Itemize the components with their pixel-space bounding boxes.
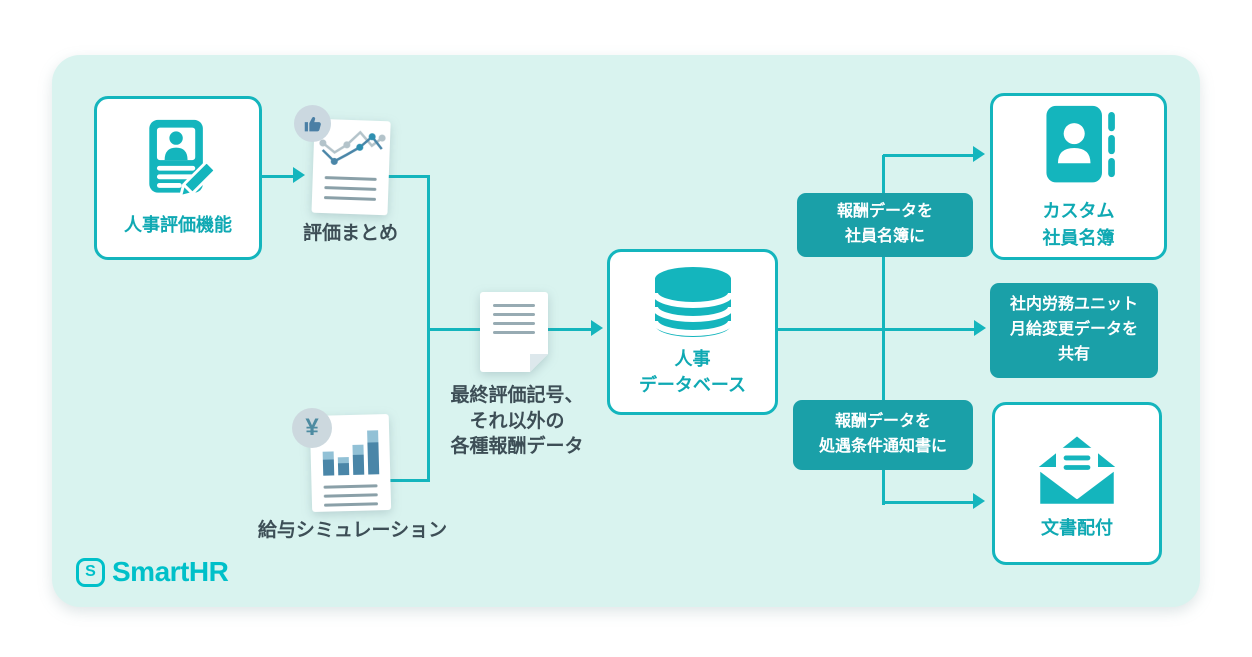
connector-merge-to-doc xyxy=(428,328,481,331)
smarthr-logo: S SmartHR xyxy=(76,556,229,588)
note-to-roster: 報酬データを 社員名簿に xyxy=(797,193,973,257)
salary-simulation-doc xyxy=(309,414,392,517)
note-to-notice: 報酬データを 処遇条件通知書に xyxy=(793,400,973,470)
connector-to-delivery xyxy=(883,501,975,504)
smarthr-logo-text: SmartHR xyxy=(112,556,229,587)
arrowhead-icon xyxy=(293,167,305,183)
final-data-label: 最終評価記号、 それ以外の 各種報酬データ xyxy=(427,383,607,460)
node-label: カスタム 社員名簿 xyxy=(1043,198,1115,250)
thumbs-up-badge-icon xyxy=(294,105,331,142)
evaluation-summary-doc xyxy=(311,118,391,221)
note-line: 報酬データを xyxy=(836,203,933,221)
note-share: 社内労務ユニット 月給変更データを 共有 xyxy=(990,283,1158,378)
arrowhead-icon xyxy=(973,146,985,162)
arrowhead-icon xyxy=(591,320,603,336)
note-line: 共有 xyxy=(1057,345,1090,363)
id-card-pencil-icon xyxy=(149,119,217,198)
note-line: 社員名簿に xyxy=(844,228,925,245)
smarthr-logo-mark-icon: S xyxy=(76,557,105,587)
note-line: 社内労務ユニット xyxy=(1009,296,1138,314)
final-data-line2: それ以外の xyxy=(469,410,565,432)
node-label: 人事評価機能 xyxy=(124,214,232,235)
node-custom-roster: カスタム 社員名簿 xyxy=(990,93,1167,260)
final-data-line1: 最終評価記号、 xyxy=(450,385,584,406)
connector-summary-out xyxy=(387,175,430,178)
note-line: 月給変更データを xyxy=(1009,321,1138,339)
arrowhead-icon xyxy=(973,493,985,509)
connector-db-to-share xyxy=(778,328,976,331)
yen-badge-icon: ¥ xyxy=(292,408,332,448)
note-line: 報酬データを xyxy=(834,413,931,431)
connector-sim-out xyxy=(390,479,430,482)
open-envelope-icon xyxy=(1037,436,1117,508)
node-document-delivery: 文書配付 xyxy=(992,402,1162,565)
node-evaluation-feature: 人事評価機能 xyxy=(94,96,262,260)
roster-label-line2: 社員名簿 xyxy=(1042,227,1115,248)
line-chart-doc-icon xyxy=(311,118,391,216)
salary-simulation-label: 給与シミュレーション xyxy=(257,520,448,541)
database-label-line1: 人事 xyxy=(674,348,711,369)
connector-doc-to-db xyxy=(548,328,593,331)
final-data-doc xyxy=(480,292,548,377)
note-line: 処遇条件通知書に xyxy=(818,438,947,455)
connector-eval-to-summary xyxy=(262,175,296,178)
connector-to-roster xyxy=(883,154,975,157)
database-icon xyxy=(651,266,734,337)
final-data-line3: 各種報酬データ xyxy=(450,436,584,458)
yen-symbol: ¥ xyxy=(305,414,319,441)
node-label: 人事 データベース xyxy=(639,346,746,398)
document-icon xyxy=(480,292,548,372)
arrowhead-icon xyxy=(974,320,986,336)
contact-book-icon xyxy=(1045,106,1115,183)
roster-label-line1: カスタム xyxy=(1042,201,1115,222)
evaluation-summary-label: 評価まとめ xyxy=(302,223,398,244)
node-label: 文書配付 xyxy=(1041,518,1113,539)
bar-chart-doc-icon xyxy=(309,414,392,512)
database-label-line2: データベース xyxy=(638,375,747,395)
node-hr-database: 人事 データベース xyxy=(607,249,778,415)
connector-branch-vertical xyxy=(882,155,885,505)
